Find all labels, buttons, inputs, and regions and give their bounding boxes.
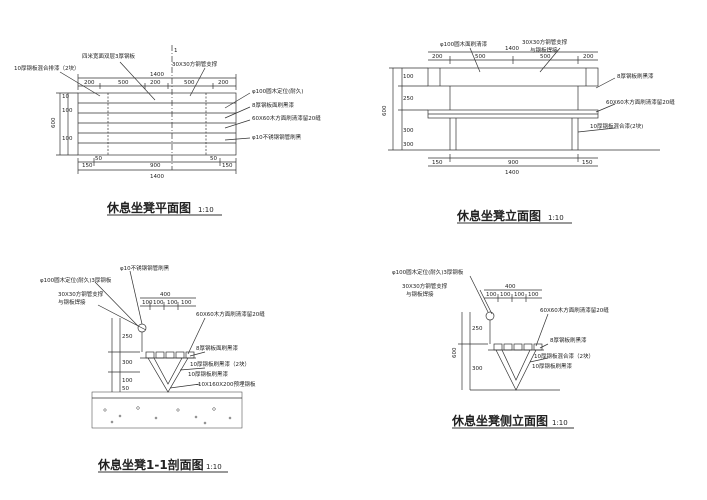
plan-note-2: 30X30方钢管支撑 xyxy=(172,60,218,68)
side-note-4: 8厚钢板刷黑漆 xyxy=(550,336,587,344)
side-note-1: 30X30方钢管支撑 xyxy=(402,282,448,290)
elevation-dim-side-c: 300 xyxy=(403,128,414,134)
section-note-3: 与钢板焊接 xyxy=(58,298,86,306)
section-dim-side-c: 100 xyxy=(122,378,133,384)
side-dim-top-d: 100 xyxy=(528,292,539,298)
elevation-note-1: 30X30方钢管支撑 xyxy=(522,38,568,46)
plan-dim-top-total: 1400 xyxy=(150,72,164,78)
section-note-1: φ100圆木定位(耐久)3厚钢板 xyxy=(40,276,112,284)
side-dim-top-a: 100 xyxy=(486,292,497,298)
plan-title: 休息坐凳平面图 xyxy=(106,200,191,215)
side-note-3: 60X60木方面刷清漆留20缝 xyxy=(540,306,609,314)
side-elevation-view xyxy=(458,275,560,391)
elevation-dim-top-b: 500 xyxy=(475,54,486,60)
elevation-view xyxy=(388,47,660,167)
elevation-dim-top-total: 1400 xyxy=(505,46,519,52)
plan-dim-top-e: 200 xyxy=(218,80,229,86)
elevation-backrest xyxy=(427,67,599,87)
plan-note-5: 60X60木方面刷清漆留20缝 xyxy=(252,114,321,122)
elevation-note-2: 与钢板焊接 xyxy=(530,46,558,54)
section-note-6: 10厚钢板刷黑漆（2块） xyxy=(190,360,250,368)
elevation-note-5: 10厚钢板混合漆(2块) xyxy=(590,122,643,130)
section-note-0: φ10不锈钢钢管刷黑 xyxy=(120,264,170,272)
elevation-dim-bottom-c: 150 xyxy=(582,160,593,166)
plan-dim-bottom-right: 50 xyxy=(210,156,217,162)
side-dim-side-b: 300 xyxy=(472,366,483,372)
plan-dim-top-b: 500 xyxy=(118,80,129,86)
plan-dim-bottom-a: 150 xyxy=(82,163,93,169)
section-dim-side-d: 50 xyxy=(122,386,129,392)
elevation-dim-side-total: 600 xyxy=(382,105,388,116)
elevation-dim-top-a: 200 xyxy=(432,54,443,60)
side-note-5: 10厚钢板混合漆（2块） xyxy=(534,352,594,360)
elevation-dim-bottom-a: 150 xyxy=(432,160,443,166)
elevation-title: 休息坐凳立面图 xyxy=(456,208,541,223)
plan-section-mark: 1 xyxy=(174,48,178,54)
section-dim-top-c: 100 xyxy=(167,300,178,306)
section-dim-side-a: 250 xyxy=(122,334,133,340)
section-note-4: 60X60木方面刷清漆留20缝 xyxy=(196,310,265,318)
section-dim-top-b: 100 xyxy=(153,300,164,306)
plan-dim-bottom-b: 900 xyxy=(150,163,161,169)
elevation-dim-bottom-total: 1400 xyxy=(505,170,519,176)
section-dim-side-b: 300 xyxy=(122,360,133,366)
plan-dim-bottom-left: 50 xyxy=(95,156,102,162)
section-view xyxy=(91,270,243,429)
elevation-dim-top-c: 500 xyxy=(540,54,551,60)
plan-note-0: 四米宽面双层3厚钢板 xyxy=(82,52,135,60)
side-elevation-scale: 1:10 xyxy=(552,419,568,427)
plan-note-4: 8厚钢板面刷黑漆 xyxy=(252,101,294,109)
plan-dim-side-b: 100 xyxy=(62,108,73,114)
section-note-5: 8厚钢板面刷黑漆 xyxy=(196,344,238,352)
side-elevation-title: 休息坐凳侧立面图 xyxy=(451,413,548,428)
section-note-2: 30X30方钢管支撑 xyxy=(58,290,104,298)
plan-dim-side-a: 10 xyxy=(62,94,69,100)
elevation-note-3: 8厚钢板刷黑漆 xyxy=(617,72,654,80)
section-dim-top-total: 400 xyxy=(160,292,171,298)
plan-note-6: φ10不锈钢钢管刷黑 xyxy=(252,133,302,141)
side-dim-side-a: 250 xyxy=(472,326,483,332)
side-note-0: φ100圆木定位(耐久)3厚钢板 xyxy=(392,268,464,276)
section-note-7: 10厚钢板刷黑漆 xyxy=(188,370,228,378)
side-note-6: 10厚钢板刷黑漆 xyxy=(532,362,572,370)
side-dim-top-total: 400 xyxy=(505,284,516,290)
elevation-scale: 1:10 xyxy=(548,214,564,222)
plan-dim-top-d: 500 xyxy=(184,80,195,86)
elevation-dim-side-a: 100 xyxy=(403,74,414,80)
side-dim-top-c: 100 xyxy=(514,292,525,298)
plan-dim-side-c: 100 xyxy=(62,136,73,142)
section-dim-top-a: 100 xyxy=(142,300,153,306)
plan-scale: 1:10 xyxy=(198,206,214,214)
plan-note-3: φ100圆木定位(耐久) xyxy=(252,87,303,95)
plan-dim-side-total: 600 xyxy=(51,117,57,128)
elevation-dim-top-d: 200 xyxy=(583,54,594,60)
side-dim-top-b: 100 xyxy=(500,292,511,298)
plan-view xyxy=(56,45,251,174)
side-note-2: 与钢板焊接 xyxy=(406,290,434,298)
elevation-dim-bottom-b: 900 xyxy=(508,160,519,166)
section-note-8: -10X160X200预埋钢板 xyxy=(196,380,256,388)
plan-dim-top-a: 200 xyxy=(84,80,95,86)
plan-dim-top-c: 200 xyxy=(150,80,161,86)
section-scale: 1:10 xyxy=(206,463,222,471)
elevation-note-0: φ100圆木面刷清漆 xyxy=(440,40,488,48)
elevation-dim-side-d: 300 xyxy=(403,142,414,148)
side-rail xyxy=(485,311,495,321)
elevation-dim-side-b: 250 xyxy=(403,96,414,102)
plan-dim-bottom-c: 150 xyxy=(222,163,233,169)
plan-note-1: 10厚钢板混合排漆（2块） xyxy=(14,64,80,72)
section-dim-top-d: 100 xyxy=(181,300,192,306)
section-title: 休息坐凳1-1剖面图 xyxy=(97,457,204,472)
plan-dim-bottom-total: 1400 xyxy=(150,174,164,180)
plan-outline xyxy=(77,92,237,156)
elevation-note-4: 60X60木方面刷清漆留20缝 xyxy=(606,98,675,106)
side-dim-side-total: 600 xyxy=(452,347,458,358)
